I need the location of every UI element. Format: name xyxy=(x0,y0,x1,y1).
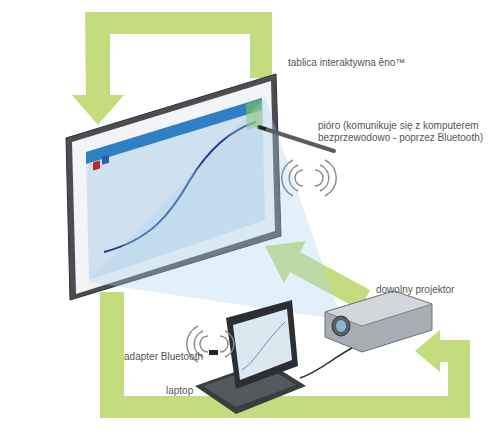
bluetooth-adapter xyxy=(209,350,218,355)
projector xyxy=(325,291,432,352)
part-label: adapter Bluetooth xyxy=(100,351,203,363)
projector-lens xyxy=(332,316,350,336)
laptop-lid xyxy=(226,300,298,389)
part-label: tablica interaktywna ēno™ xyxy=(288,57,468,69)
laptop-screen xyxy=(233,309,292,380)
screen-icon xyxy=(93,160,100,170)
part-label: dowolny projektor xyxy=(376,284,486,296)
part-label: pióro (komunikuje się z komputerem bezpr… xyxy=(318,120,486,144)
cable xyxy=(300,348,352,378)
wireless-waves xyxy=(282,160,337,196)
screen-icon xyxy=(102,155,109,165)
projector-beam xyxy=(88,98,342,320)
part-label: laptop xyxy=(166,385,226,397)
flow-arrow xyxy=(100,292,470,418)
projector-lens xyxy=(336,320,346,332)
pen-tip xyxy=(259,127,266,129)
laptop-curve xyxy=(242,322,285,370)
